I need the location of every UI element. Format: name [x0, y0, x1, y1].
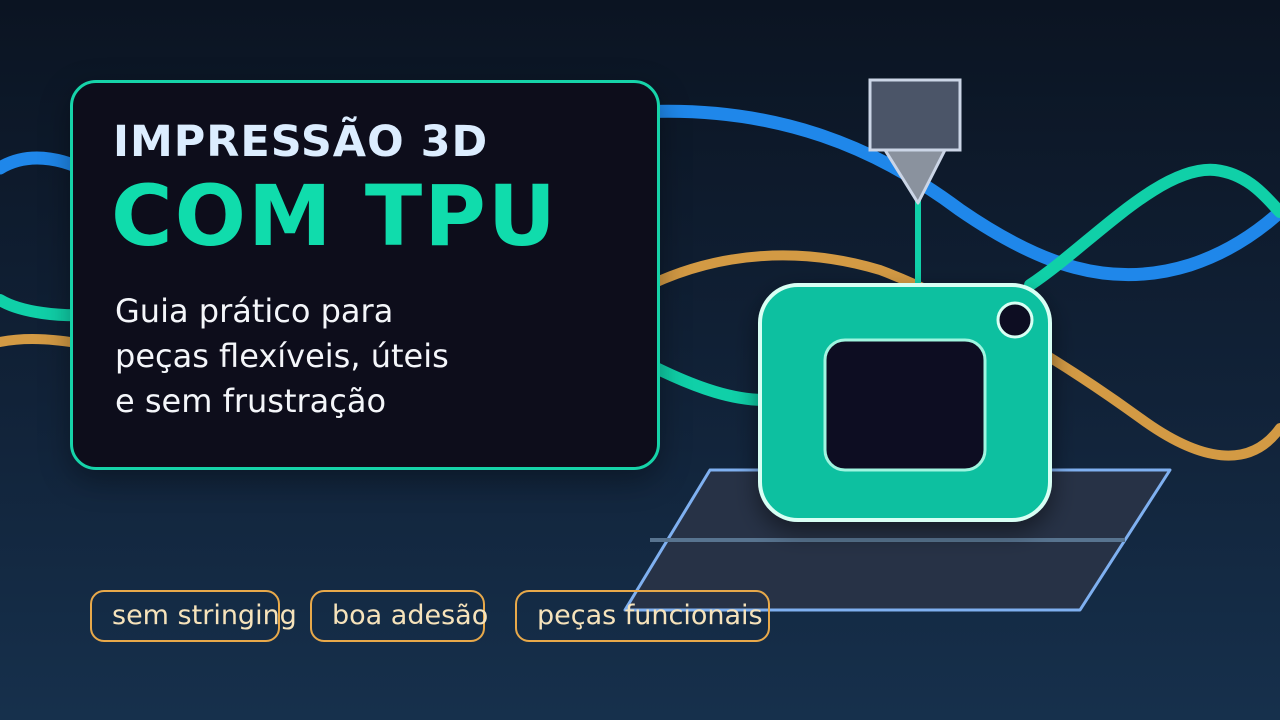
- subtitle-text: Guia prático para peças flexíveis, úteis…: [115, 289, 449, 424]
- subtitle-line: e sem frustração: [115, 382, 387, 420]
- 3d-printer-icon: [758, 283, 1052, 522]
- print-nozzle-icon: [868, 78, 962, 300]
- tag-boa-adesao: boa adesão: [310, 590, 488, 642]
- tag-sem-stringing: sem stringing: [90, 590, 297, 642]
- overline-title: IMPRESSÃO 3D: [113, 117, 489, 167]
- title-card: IMPRESSÃO 3D COM TPU Guia prático para p…: [70, 80, 660, 470]
- headline-title: COM TPU: [111, 167, 558, 265]
- tag-pecas-funcionais: peças funcionais: [515, 590, 770, 642]
- subtitle-line: peças flexíveis, úteis: [115, 337, 449, 375]
- subtitle-line: Guia prático para: [115, 292, 394, 330]
